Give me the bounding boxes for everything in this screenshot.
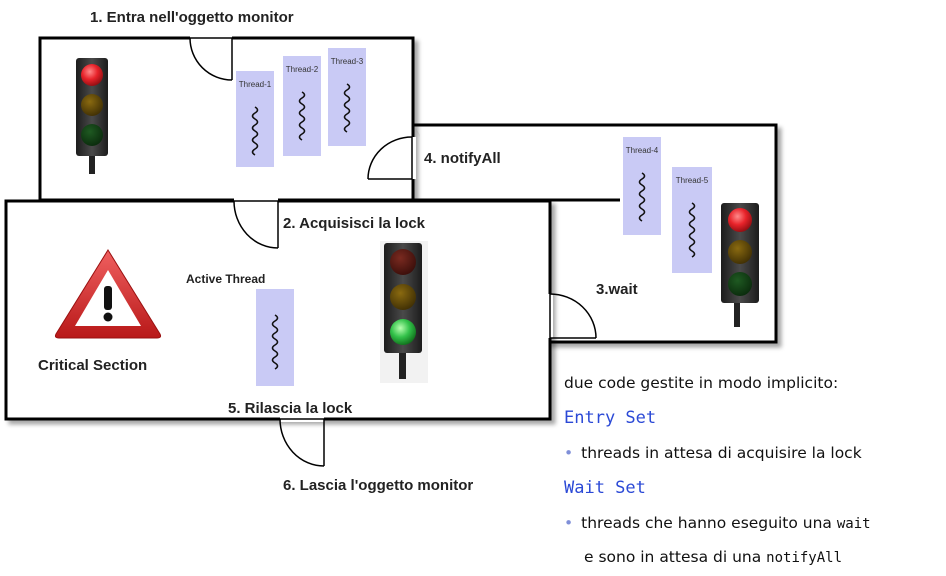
step-3-label: 3.wait [596,281,638,298]
squiggle-icon [298,91,306,141]
legend-intro: due code gestite in modo implicito: [564,374,839,392]
step-1-label: 1. Entra nell'oggetto monitor [90,9,294,26]
wait-set-desc-text: threads che hanno eseguito una [581,514,837,532]
entry-set-desc: • threads in attesa di acquisire la lock [564,444,862,462]
squiggle-icon [343,83,351,133]
squiggle-icon [638,172,646,222]
door-icon [367,136,416,180]
entry-set-title: Entry Set [564,408,657,428]
bullet-icon: • [564,514,574,532]
step-4-label: 4. notifyAll [424,150,501,167]
thread-label: Thread-5 [676,176,709,185]
wait-set-desc2-text: e sono in attesa di una [584,548,767,566]
thread-box: Thread-1 [236,71,274,167]
thread-box: Thread-2 [283,56,321,156]
wait-set-desc-2: e sono in attesa di una notifyAll [584,548,842,566]
thread-label: Thread-2 [286,65,319,74]
notifyall-code: notifyAll [766,550,843,566]
thread-box: Thread-4 [623,137,661,235]
bullet-icon: • [564,444,574,462]
critical-section-label: Critical Section [38,357,147,374]
warning-icon [54,249,162,339]
traffic-light-icon [76,58,108,174]
active-thread-label: Active Thread [186,272,265,286]
wait-set-desc: • threads che hanno eseguito una wait [564,514,871,532]
door-icon [233,198,279,249]
door-icon [189,36,233,81]
wait-set-title: Wait Set [564,478,646,498]
squiggle-icon [251,106,259,156]
squiggle-icon [271,314,279,370]
squiggle-icon [688,202,696,258]
step-5-label: 5. Rilascia la lock [228,400,353,417]
thread-label: Thread-1 [239,80,272,89]
traffic-light-icon [721,203,759,327]
wait-code: wait [836,516,871,532]
entry-set-desc-text: threads in attesa di acquisire la lock [581,444,862,462]
thread-box: Thread-3 [328,48,366,146]
step-2-label: 2. Acquisisci la lock [283,215,426,232]
thread-label: Thread-3 [331,57,364,66]
traffic-light-icon [380,241,428,383]
thread-box [256,289,294,386]
door-icon [279,416,325,467]
thread-box: Thread-5 [672,167,712,273]
door-icon [547,293,597,339]
thread-label: Thread-4 [626,146,659,155]
step-6-label: 6. Lascia l'oggetto monitor [283,477,473,494]
